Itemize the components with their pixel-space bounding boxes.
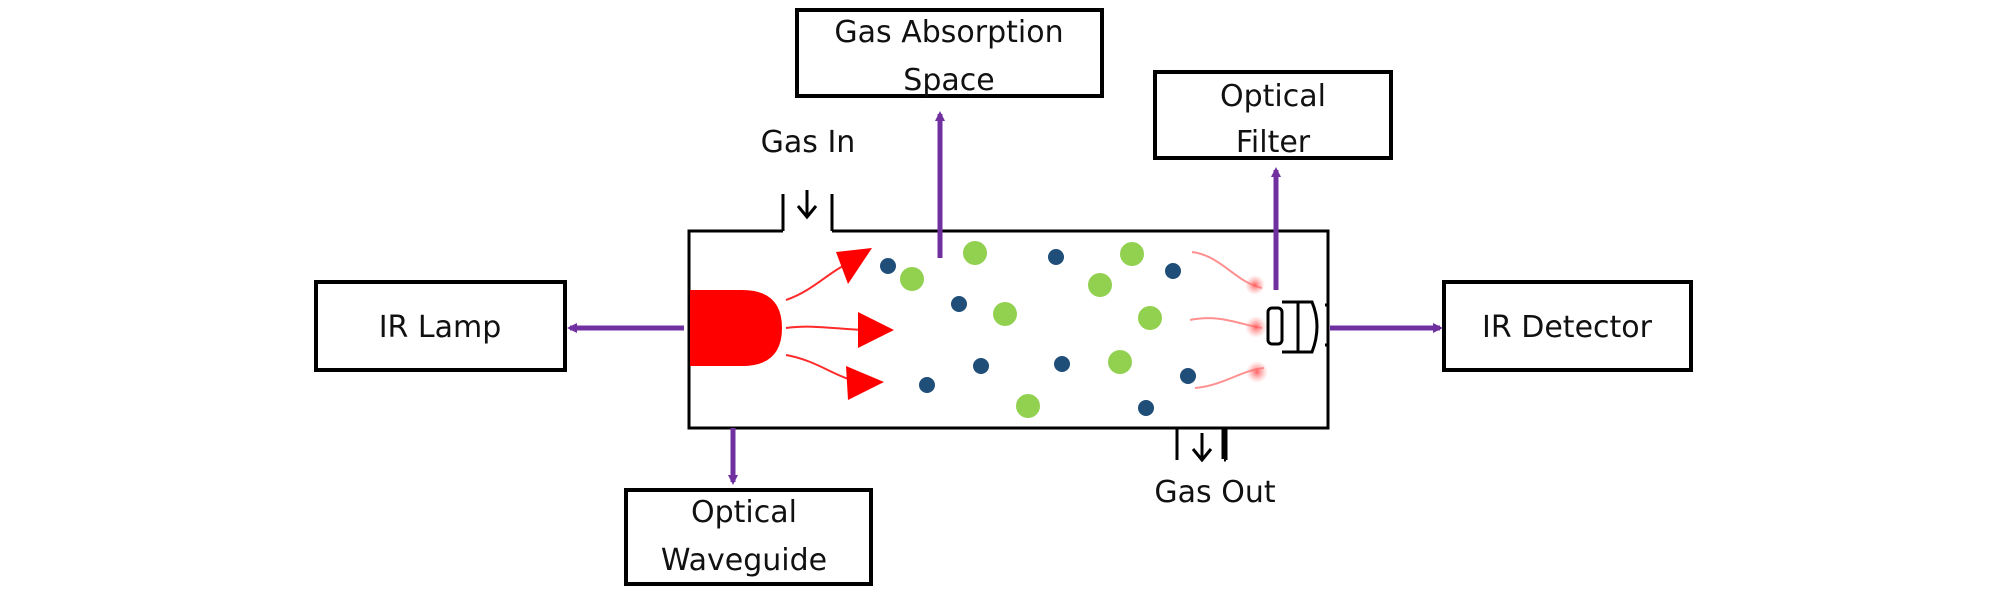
ir-ray-arrowheads: [836, 248, 894, 400]
ir-detector-box: [1442, 280, 1693, 372]
gas-absorption-box: [795, 8, 1104, 98]
gas-out-arrow: [1191, 433, 1213, 463]
ir-detector-label: IR Detector: [1482, 310, 1653, 345]
gas-absorption-label-line1: Gas Absorption: [834, 15, 1063, 50]
gas-molecules-large: [900, 241, 1162, 418]
gas-absorption-label-line2: Space: [903, 63, 994, 98]
ir-rays: [785, 261, 869, 381]
gas-in-label: Gas In: [761, 125, 856, 160]
gas-out-label: Gas Out: [1154, 475, 1275, 510]
ir-lamp-label: IR Lamp: [379, 310, 502, 345]
optical-waveguide-label-line1: Optical: [691, 495, 797, 530]
optical-filter-component: [1266, 300, 1328, 354]
optical-filter-label-line2: Filter: [1236, 125, 1311, 160]
detector-glow: [1245, 275, 1268, 383]
pointer-arrows: [567, 111, 1443, 485]
optical-filter-box: [1153, 70, 1393, 160]
optical-filter-label-line1: Optical: [1220, 79, 1326, 114]
gas-in-arrow: [796, 190, 818, 220]
optical-waveguide-label-line2: Waveguide: [661, 543, 827, 578]
ir-lamp-source: [690, 290, 782, 366]
optical-waveguide-box: [624, 488, 873, 586]
gas-molecules-small: [880, 249, 1196, 416]
gas-chamber-outline: [687, 229, 1330, 462]
ir-lamp-box: [314, 280, 567, 372]
